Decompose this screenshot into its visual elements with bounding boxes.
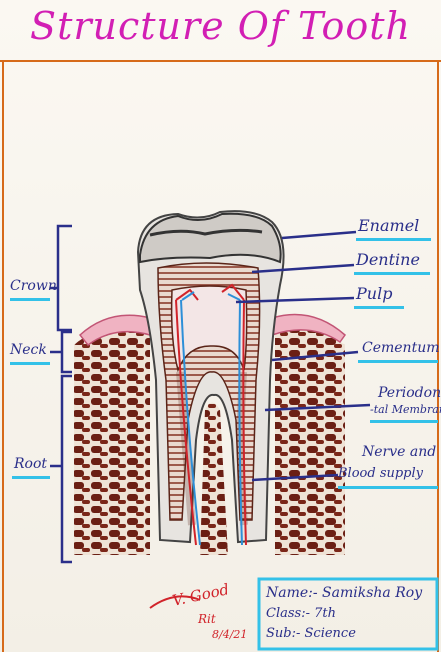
region-brackets (50, 226, 72, 562)
cementum-underline (358, 360, 438, 363)
label-periodontal-1: Periodon (378, 385, 441, 401)
label-periodontal-2: -tal Membrane (370, 403, 441, 416)
remark-date: 8/4/21 (212, 628, 247, 641)
student-subject: Sub:- Science (266, 626, 356, 641)
student-class: Class:- 7th (266, 606, 336, 621)
label-crown: Crown (10, 278, 57, 294)
crown-underline (10, 298, 50, 301)
label-dentine: Dentine (356, 250, 420, 269)
remark-initials: Rit (198, 612, 216, 626)
student-name: Name:- Samiksha Roy (266, 585, 422, 601)
dentine-underline (354, 272, 430, 275)
label-nerve-2: Blood supply (338, 466, 423, 481)
label-neck: Neck (10, 342, 47, 358)
nerve-underline (338, 486, 438, 489)
label-nerve-1: Nerve and (362, 444, 436, 460)
label-root: Root (14, 456, 47, 472)
label-enamel: Enamel (358, 216, 419, 235)
root-underline (12, 476, 50, 479)
pulp-underline (354, 306, 404, 309)
label-cementum: Cementum (362, 340, 440, 356)
label-pulp: Pulp (356, 284, 392, 303)
enamel-underline (356, 238, 431, 241)
neck-underline (10, 362, 50, 365)
periodontal-underline (370, 420, 438, 423)
